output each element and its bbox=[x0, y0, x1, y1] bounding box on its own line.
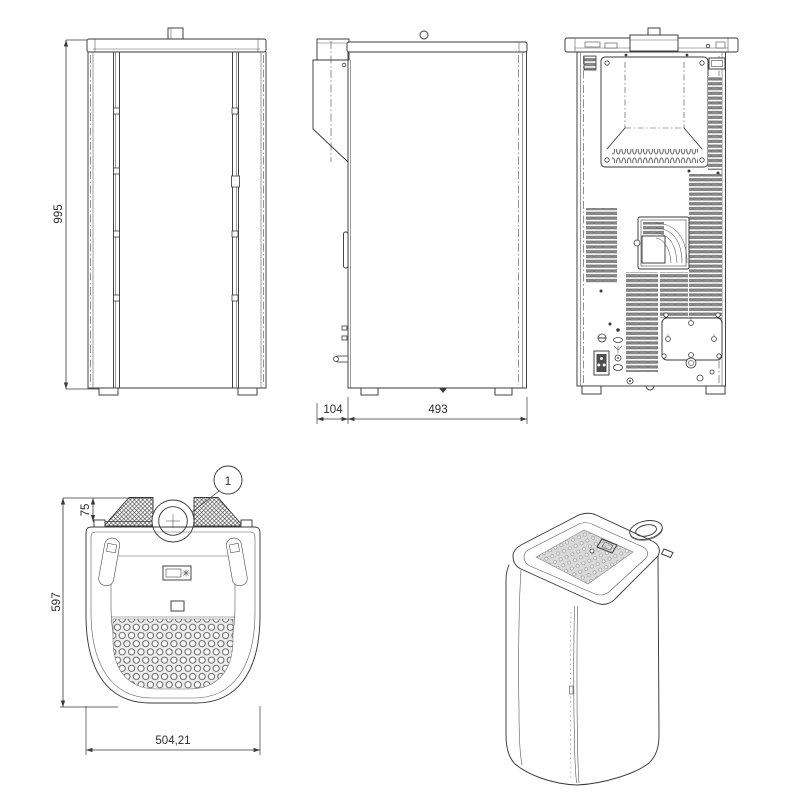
callout-1: 1 bbox=[190, 465, 243, 514]
front-view: 995 bbox=[53, 27, 267, 396]
top-band-front bbox=[86, 38, 267, 53]
iso-flue-collar bbox=[629, 520, 663, 541]
front-feet bbox=[98, 387, 258, 396]
flue-outlet-top bbox=[151, 499, 195, 543]
side-body-depth-label: 493 bbox=[428, 404, 447, 416]
top-cap-back bbox=[564, 34, 739, 53]
top-width-dimension: 504,21 bbox=[85, 706, 261, 755]
top-depth-dimension: 597 bbox=[51, 497, 152, 708]
side-view: 104 493 bbox=[312, 30, 528, 424]
lid-latch bbox=[170, 600, 185, 612]
isometric-view bbox=[505, 512, 674, 786]
top-view: 597 75 1 bbox=[51, 465, 261, 755]
power-inlet-socket bbox=[593, 350, 610, 376]
vent-grille-right-mid bbox=[689, 174, 722, 319]
front-body bbox=[87, 51, 267, 389]
lid-knob-side bbox=[419, 30, 429, 40]
power-connections bbox=[593, 322, 623, 376]
back-view bbox=[564, 27, 739, 395]
back-feet bbox=[581, 385, 726, 395]
exhaust-duct-panel bbox=[633, 216, 690, 270]
callout-balloon bbox=[213, 465, 243, 495]
plan-body bbox=[85, 519, 261, 704]
front-height-dimension: 995 bbox=[53, 39, 99, 390]
iso-display bbox=[596, 538, 618, 554]
iso-door-hinge bbox=[569, 685, 574, 695]
top-band-side bbox=[346, 41, 528, 53]
iso-top-face bbox=[512, 512, 674, 605]
hopper-access-panel bbox=[600, 53, 709, 168]
grip-cutout-right bbox=[226, 537, 248, 587]
hatched-brackets bbox=[103, 497, 244, 527]
callout-number: 1 bbox=[225, 476, 231, 488]
vent-grille-right-upper bbox=[708, 76, 722, 170]
iso-perforated-grille bbox=[535, 529, 634, 585]
vent-grille-center-right bbox=[660, 272, 688, 318]
connector-icons bbox=[613, 328, 623, 371]
lower-access-panel bbox=[661, 312, 723, 369]
control-display bbox=[162, 565, 192, 581]
rating-label-plate bbox=[708, 57, 726, 70]
flue-knob-front bbox=[167, 27, 184, 40]
rear-flue-housing bbox=[312, 38, 350, 163]
power-switch-icon bbox=[597, 333, 607, 343]
side-body bbox=[333, 51, 527, 393]
vent-grille-left bbox=[586, 208, 617, 283]
flame-icon bbox=[182, 569, 190, 577]
grip-cutout-left bbox=[98, 537, 120, 587]
vent-slot-row bbox=[612, 149, 698, 163]
flue-offset-dim-label: 75 bbox=[80, 504, 92, 517]
side-rear-depth-label: 104 bbox=[323, 404, 343, 416]
left-top-plate bbox=[583, 55, 597, 71]
top-depth-dim-label: 597 bbox=[51, 592, 63, 611]
iso-body bbox=[505, 555, 660, 786]
top-width-dim-label: 504,21 bbox=[155, 735, 190, 747]
perforated-grille-top bbox=[112, 618, 234, 690]
vent-grille-center-left bbox=[626, 272, 658, 372]
front-height-dim-label: 995 bbox=[53, 204, 65, 223]
side-depth-dimensions: 104 493 bbox=[316, 397, 528, 424]
side-feet bbox=[360, 387, 513, 396]
iso-latch bbox=[660, 548, 674, 559]
door-handle-side bbox=[343, 231, 349, 269]
